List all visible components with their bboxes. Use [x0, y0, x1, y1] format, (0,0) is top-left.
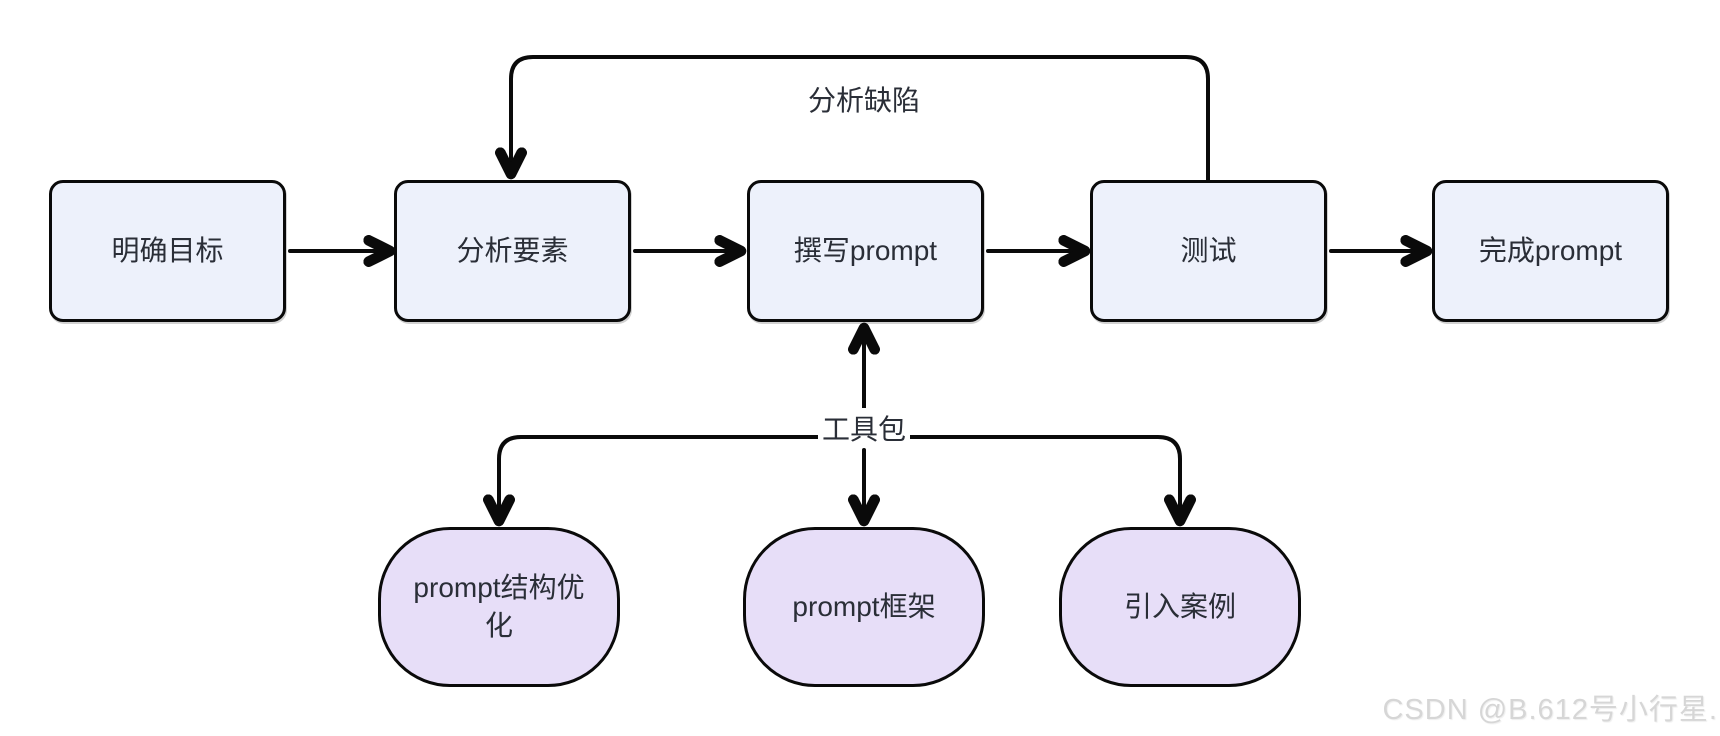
arrow-toolkit-to-examples — [906, 435, 1196, 527]
feedback-edge-label: 分析缺陷 — [803, 79, 925, 119]
process-node-clarify-goal: 明确目标 — [49, 180, 286, 322]
tool-node-prompt-structure-optimization: prompt结构优化 — [378, 527, 620, 687]
arrow-feedback-loop — [495, 55, 1210, 182]
toolkit-hub-label: 工具包 — [817, 408, 911, 448]
process-node-write-prompt: 撰写prompt — [747, 180, 984, 322]
process-node-test: 测试 — [1090, 180, 1327, 322]
tool-node-introduce-examples: 引入案例 — [1059, 527, 1301, 687]
watermark: CSDN @B.612号小行星. — [1382, 694, 1718, 726]
arrow-toolkit-to-structure — [483, 435, 822, 527]
tool-node-prompt-framework: prompt框架 — [743, 527, 985, 687]
process-node-finish-prompt: 完成prompt — [1432, 180, 1669, 322]
process-node-analyze-elements: 分析要素 — [394, 180, 631, 322]
